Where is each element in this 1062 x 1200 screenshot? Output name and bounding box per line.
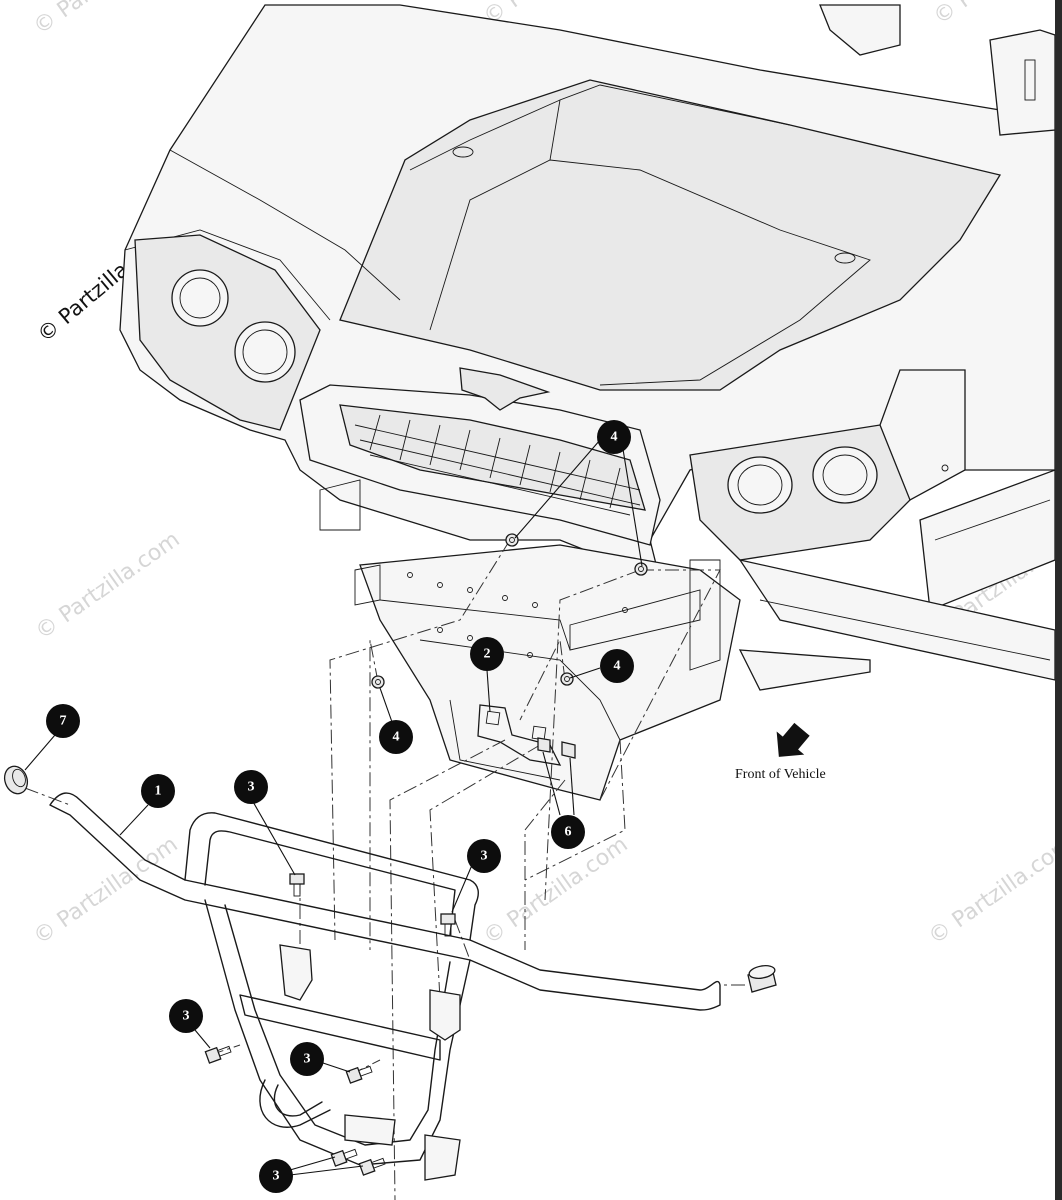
- callout-label: 4: [614, 659, 621, 674]
- callout-label: 3: [481, 849, 488, 864]
- callout-6: 6: [551, 815, 585, 849]
- watermark: © Partzilla.com: [29, 0, 182, 40]
- callout-label: 6: [565, 825, 572, 840]
- callout-label: 3: [248, 780, 255, 795]
- vehicle-frame: [738, 4, 1056, 691]
- callout-label: 7: [60, 714, 67, 729]
- nuts-part-4: [371, 533, 648, 689]
- watermark: © Partzilla.com: [479, 832, 632, 950]
- end-cap-part-7: [3, 765, 29, 795]
- callout-label: 3: [304, 1052, 311, 1067]
- watermark: © Partzilla.com: [929, 0, 1062, 30]
- callout-3: 3: [467, 839, 501, 873]
- callout-label: 4: [393, 730, 400, 745]
- end-cap-right: [747, 965, 777, 993]
- callout-7: 7: [46, 704, 80, 738]
- callout-label: 2: [484, 647, 491, 662]
- callout-label: 4: [611, 430, 618, 445]
- front-of-vehicle-label: Front of Vehicle: [735, 767, 826, 782]
- vehicle-body: [119, 4, 1056, 582]
- watermark: © Partzilla.com: [924, 832, 1062, 950]
- callout-2: 2: [470, 637, 504, 671]
- front-direction-arrow-icon: [776, 722, 810, 757]
- watermark: © Partzilla.com: [29, 832, 182, 950]
- callout-4: 4: [379, 720, 413, 754]
- callout-1: 1: [141, 774, 175, 808]
- clips-part-6: [537, 737, 576, 759]
- callout-label: 3: [183, 1009, 190, 1024]
- bumper-tube-part-1: [49, 792, 721, 1181]
- callout-4: 4: [600, 649, 634, 683]
- callout-3: 3: [290, 1042, 324, 1076]
- right-edge-border: [1055, 0, 1062, 1200]
- callout-4: 4: [597, 420, 631, 454]
- callout-3: 3: [234, 770, 268, 804]
- bolts-part-3: [204, 873, 456, 1176]
- leader-lines: [24, 439, 643, 1176]
- callout-label: 1: [155, 784, 162, 799]
- callout-3: 3: [259, 1159, 293, 1193]
- watermark: © Partzilla.com: [31, 527, 184, 645]
- alignment-lines: [24, 539, 745, 1200]
- callout-3: 3: [169, 999, 203, 1033]
- callout-label: 3: [273, 1169, 280, 1184]
